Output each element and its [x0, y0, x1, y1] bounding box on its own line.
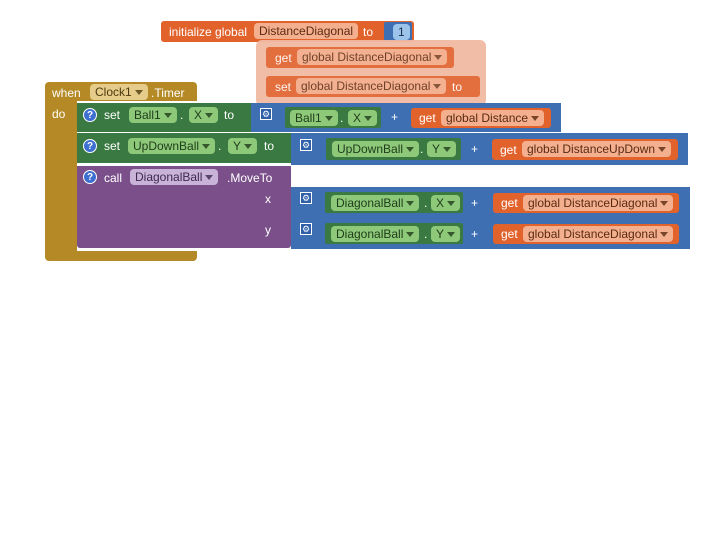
method-name-label: .MoveTo	[227, 171, 273, 185]
diagonalball-getter-property-dropdown[interactable]: Y	[431, 226, 461, 242]
plus-operator: +	[391, 110, 399, 124]
initialize-global-label: initialize global	[169, 25, 248, 39]
mutator-gear-icon[interactable]: ⚙	[300, 192, 312, 204]
help-icon[interactable]: ?	[83, 170, 97, 184]
arg-x-label: x	[265, 192, 271, 206]
global-distancediagonal-dropdown[interactable]: global DistanceDiagonal	[523, 226, 674, 242]
ghost-get-label: get	[275, 51, 292, 65]
number-block[interactable]: 1	[384, 22, 412, 41]
mutator-gear-icon[interactable]: ⚙	[300, 223, 312, 235]
to-label: to	[264, 139, 275, 153]
dot-label: .	[424, 227, 428, 241]
when-label: when	[52, 86, 81, 100]
arg-y-label: y	[265, 223, 271, 237]
get-global-distance-block[interactable]: get global Distance	[411, 108, 551, 128]
get-global-distancediagonal-block[interactable]: get global DistanceDiagonal	[493, 224, 679, 244]
global-distanceupdown-dropdown[interactable]: global DistanceUpDown	[522, 141, 672, 157]
dot-label: .	[424, 196, 428, 210]
diagonalball-y-getter-block[interactable]: DiagonalBall . Y	[325, 223, 463, 244]
get-global-distanceupdown-block[interactable]: get global DistanceUpDown	[492, 139, 678, 160]
call-diagonalball-moveto-block[interactable]: ? call DiagonalBall .MoveTo x y	[77, 166, 291, 248]
mutator-gear-icon[interactable]: ⚙	[260, 108, 272, 120]
do-label: do	[52, 107, 66, 121]
plus-operator: +	[471, 227, 479, 241]
dot-label: .	[340, 111, 344, 125]
dot-label: .	[420, 142, 424, 156]
event-name-label: .Timer	[151, 86, 185, 100]
diagonalball-getter-property-dropdown[interactable]: X	[431, 195, 461, 211]
ball1-getter-property-dropdown[interactable]: X	[348, 110, 378, 126]
set-updownball-y-block[interactable]: ? set UpDownBall . Y to	[77, 133, 291, 163]
math-add-block-2[interactable]: ⚙ UpDownBall . Y + get global DistanceUp…	[291, 133, 688, 165]
clock-component-dropdown[interactable]: Clock1	[90, 84, 148, 100]
updownball-y-getter-block[interactable]: UpDownBall . Y	[326, 138, 461, 160]
get-label: get	[501, 227, 518, 241]
dot-label: .	[180, 108, 184, 122]
diagonalball-getter-component-dropdown[interactable]: DiagonalBall	[331, 226, 420, 242]
get-global-distancediagonal-block[interactable]: get global DistanceDiagonal	[493, 193, 679, 213]
initialize-global-block[interactable]: initialize global DistanceDiagonal to 1	[161, 21, 414, 42]
math-add-block-3[interactable]: ⚙ DiagonalBall . X + get global Distance…	[291, 187, 690, 218]
set-label: set	[104, 108, 121, 122]
diagonalball-component-dropdown[interactable]: DiagonalBall	[130, 169, 219, 185]
ghost-set-to-label: to	[452, 80, 463, 94]
plus-operator: +	[471, 142, 479, 156]
updownball-getter-property-dropdown[interactable]: Y	[427, 141, 457, 157]
global-distancediagonal-dropdown[interactable]: global DistanceDiagonal	[523, 195, 674, 211]
ball1-component-dropdown[interactable]: Ball1	[129, 107, 177, 123]
math-add-block-1[interactable]: ⚙ Ball1 . X + get global Distance	[251, 103, 561, 132]
set-ball1-x-block[interactable]: ? set Ball1 . X to	[77, 103, 251, 132]
updownball-component-dropdown[interactable]: UpDownBall	[128, 138, 216, 154]
dot-label: .	[218, 139, 222, 153]
set-label: set	[104, 139, 121, 153]
get-label: get	[500, 143, 517, 157]
updownball-getter-component-dropdown[interactable]: UpDownBall	[332, 141, 420, 157]
diagonalball-x-getter-block[interactable]: DiagonalBall . X	[325, 192, 463, 213]
global-distance-dropdown[interactable]: global Distance	[441, 110, 545, 126]
math-add-block-4[interactable]: ⚙ DiagonalBall . Y + get global Distance…	[291, 218, 690, 249]
number-field[interactable]: 1	[393, 24, 410, 40]
ghost-set-var-dropdown[interactable]: global DistanceDiagonal	[296, 78, 447, 94]
ghost-set-label: set	[275, 80, 292, 94]
x-property-dropdown[interactable]: X	[189, 107, 219, 123]
to-label: to	[224, 108, 235, 122]
init-to-label: to	[363, 25, 374, 39]
ghost-get-block[interactable]: get global DistanceDiagonal	[266, 47, 454, 68]
ghost-get-var-dropdown[interactable]: global DistanceDiagonal	[297, 49, 448, 65]
help-icon[interactable]: ?	[83, 139, 97, 153]
ball1-x-getter-block[interactable]: Ball1 . X	[285, 107, 381, 128]
get-label: get	[501, 196, 518, 210]
help-icon[interactable]: ?	[83, 108, 97, 122]
plus-operator: +	[471, 196, 479, 210]
get-label: get	[419, 111, 436, 125]
call-label: call	[104, 171, 123, 185]
mutator-gear-icon[interactable]: ⚙	[300, 139, 312, 151]
diagonalball-getter-component-dropdown[interactable]: DiagonalBall	[331, 195, 420, 211]
ghost-set-block[interactable]: set global DistanceDiagonal to	[266, 76, 480, 97]
ball1-getter-component-dropdown[interactable]: Ball1	[290, 110, 338, 126]
global-var-name-field[interactable]: DistanceDiagonal	[254, 23, 359, 39]
y-property-dropdown[interactable]: Y	[228, 138, 258, 154]
